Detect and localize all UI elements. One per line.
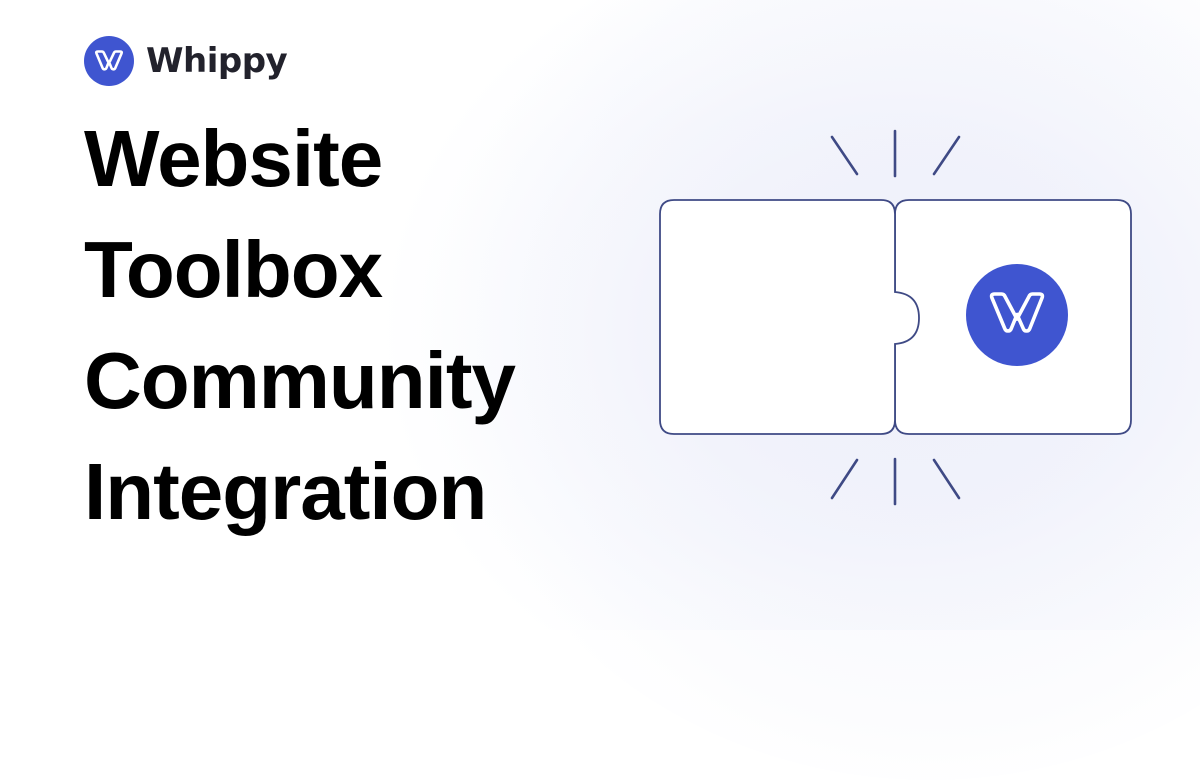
whippy-logo-icon [84,36,134,86]
integration-illustration [570,70,1180,620]
page-title: Website Toolbox Community Integration [84,103,516,547]
spark-lines-top [830,129,961,178]
title-line-4: Integration [84,447,487,536]
title-line-3: Community [84,336,516,425]
brand-name: Whippy [146,41,288,81]
title-line-2: Toolbox [84,225,383,314]
title-line-1: Website [84,114,383,203]
whippy-integration-logo-icon [966,264,1068,366]
puzzle-card-left [659,199,920,435]
brand-header: Whippy [84,36,288,86]
spark-lines-bottom [830,457,961,506]
